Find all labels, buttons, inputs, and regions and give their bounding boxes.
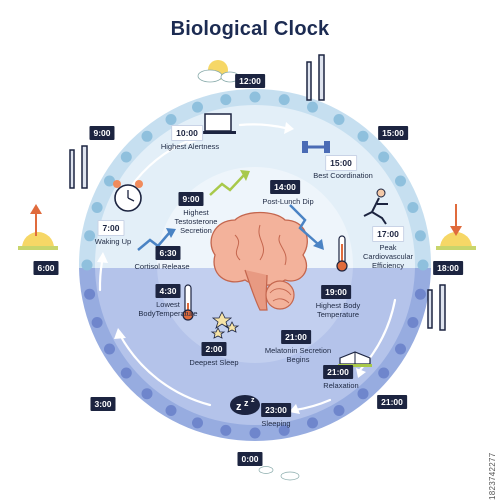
fork-knife-icon bbox=[69, 54, 446, 331]
event-label: Waking Up bbox=[94, 237, 132, 246]
hour-label-15: 15:00 bbox=[378, 126, 408, 140]
ring-dot bbox=[220, 94, 232, 106]
hour-label-3: 3:00 bbox=[90, 397, 116, 411]
event-time: 4:30 bbox=[155, 284, 181, 298]
ring-dot bbox=[307, 101, 318, 113]
ring-dot bbox=[81, 259, 93, 271]
event-label: Peak Cardiovascular Efficiency bbox=[362, 243, 414, 270]
hour-label-12: 12:00 bbox=[235, 74, 265, 88]
moon-icon bbox=[258, 458, 300, 483]
event-time: 17:00 bbox=[372, 226, 404, 242]
ring-dot bbox=[120, 367, 132, 379]
event-label: Lowest BodyTemperature bbox=[138, 300, 198, 318]
ring-dot bbox=[333, 405, 345, 416]
book-icon bbox=[338, 351, 372, 367]
ring-dots bbox=[81, 91, 429, 439]
hour-label-6: 6:00 bbox=[33, 261, 59, 275]
ring-dot bbox=[141, 130, 153, 142]
ring-dot bbox=[357, 130, 369, 142]
ring-dot bbox=[278, 424, 290, 436]
trend-arrow-icon bbox=[137, 231, 171, 251]
ring-dot bbox=[414, 288, 426, 300]
ring-dot bbox=[192, 417, 203, 429]
ring-dot bbox=[249, 91, 261, 103]
ring-dot bbox=[84, 288, 96, 300]
stars-icon bbox=[210, 311, 240, 339]
ring-dot bbox=[84, 230, 96, 242]
ring-dot bbox=[417, 259, 429, 271]
ring-dot bbox=[278, 94, 290, 106]
ring-dot bbox=[141, 388, 153, 400]
hour-label-9: 9:00 bbox=[89, 126, 115, 140]
ring-dot bbox=[91, 317, 103, 328]
watermark-id: 1823742277 bbox=[488, 452, 497, 500]
event-time: 9:00 bbox=[178, 192, 204, 206]
ring-dot bbox=[357, 388, 369, 400]
event-time: 21:00 bbox=[323, 365, 353, 379]
ring-dot bbox=[192, 101, 203, 113]
ring-dot bbox=[249, 427, 261, 439]
event-label: Highest Testosterone Secretion bbox=[174, 208, 218, 235]
sunrise-icon bbox=[18, 204, 58, 250]
ring-dot bbox=[120, 151, 132, 163]
trend-arrow-icon bbox=[209, 174, 245, 196]
ring-dot bbox=[220, 424, 232, 436]
event-time: 6:30 bbox=[155, 246, 181, 260]
ring-dot bbox=[104, 343, 115, 355]
thermometer-icon bbox=[182, 284, 194, 321]
event-label: Deepest Sleep bbox=[189, 358, 239, 367]
event-time: 15:00 bbox=[325, 155, 357, 171]
event-label: Relaxation bbox=[323, 381, 359, 390]
laptop-icon bbox=[200, 113, 236, 134]
event-time: 7:00 bbox=[97, 220, 125, 236]
event-label: Sleeping bbox=[261, 419, 291, 428]
event-time: 19:00 bbox=[321, 285, 351, 299]
hour-label-0: 0:00 bbox=[237, 452, 263, 466]
event-time: 2:00 bbox=[201, 342, 227, 356]
brain-icon bbox=[210, 211, 308, 311]
event-time: 23:00 bbox=[261, 403, 291, 417]
trend-arrow-icon bbox=[289, 204, 319, 245]
svg-text:z: z bbox=[244, 398, 249, 408]
event-time: 14:00 bbox=[270, 180, 300, 194]
ring-dot bbox=[307, 417, 318, 429]
event-label: Highest Body Temperature bbox=[315, 301, 361, 319]
sleep-zzz-icon: z z z bbox=[230, 395, 260, 415]
ring-dot bbox=[414, 230, 426, 242]
event-label: Best Coordination bbox=[313, 171, 373, 180]
hour-label-18: 18:00 bbox=[433, 261, 463, 275]
ring-dot bbox=[165, 405, 177, 416]
ring-dot bbox=[395, 175, 406, 187]
ring-dot bbox=[407, 202, 419, 213]
alarm-clock-icon bbox=[113, 180, 143, 212]
ring-dot bbox=[395, 343, 406, 355]
event-time: 21:00 bbox=[281, 330, 311, 344]
event-label: Post-Lunch Dip bbox=[262, 197, 314, 206]
cycle-arrowheads bbox=[97, 122, 366, 414]
ring-dot bbox=[104, 175, 115, 187]
ring-dot bbox=[165, 114, 177, 125]
thermometer-icon bbox=[336, 235, 348, 272]
svg-text:z: z bbox=[236, 401, 242, 413]
event-time: 10:00 bbox=[171, 125, 203, 141]
sunset-icon bbox=[436, 204, 476, 250]
event-label: Cortisol Release bbox=[134, 262, 190, 271]
runner-icon bbox=[363, 188, 388, 225]
dumbbell-icon bbox=[302, 141, 330, 153]
hour-label-21: 21:00 bbox=[377, 395, 407, 409]
event-label: Highest Alertness bbox=[160, 142, 220, 151]
ring-dot bbox=[378, 367, 390, 379]
page-title: Biological Clock bbox=[170, 18, 330, 40]
svg-text:z: z bbox=[251, 397, 255, 404]
sun-cloud-icon bbox=[197, 60, 240, 83]
event-label: Melatonin Secretion Begins bbox=[264, 346, 332, 364]
ring-dot bbox=[91, 202, 103, 213]
ring-dot bbox=[333, 114, 345, 125]
ring-dot bbox=[378, 151, 390, 163]
ring-dot bbox=[407, 317, 419, 328]
